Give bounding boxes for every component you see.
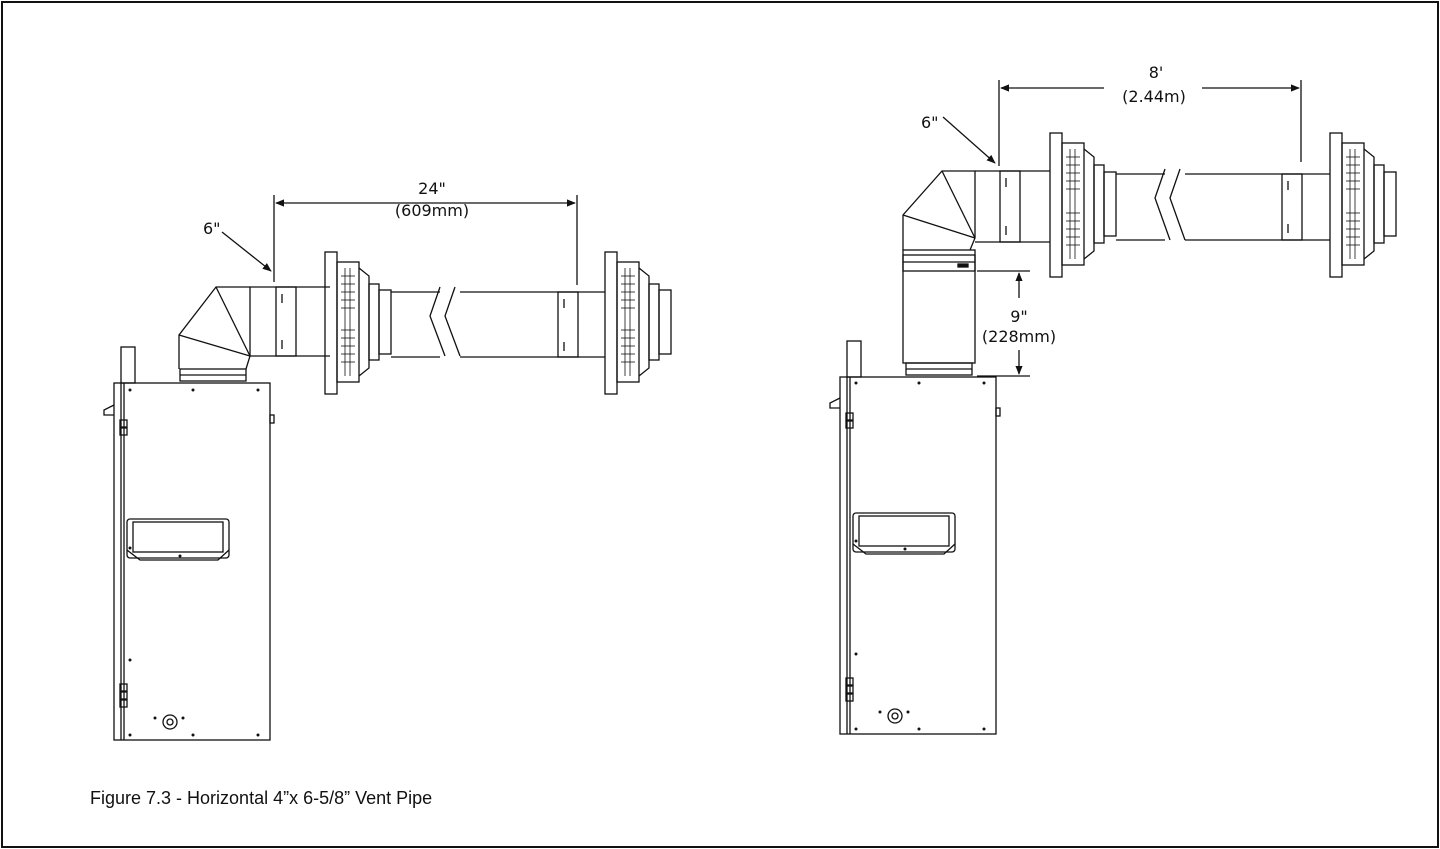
right-elbow-label: 6" <box>921 113 939 132</box>
right-span-label: 8' <box>1149 63 1164 82</box>
right-vent-pipe <box>975 132 1397 278</box>
left-span-metric-label: (609mm) <box>395 201 469 220</box>
left-elbow-label: 6" <box>203 219 221 238</box>
left-span-label: 24" <box>418 179 446 198</box>
right-rise-label: 9" <box>1010 307 1028 326</box>
left-vent-pipe <box>250 251 672 395</box>
right-elbow <box>902 170 976 251</box>
left-stove-body <box>103 346 275 741</box>
figure-caption: Figure 7.3 - Horizontal 4”x 6-5/8” Vent … <box>90 788 433 808</box>
right-rise-metric-label: (228mm) <box>982 327 1056 346</box>
right-span-metric-label: (2.44m) <box>1122 87 1186 106</box>
right-stove-body <box>829 340 1001 735</box>
left-elbow <box>178 286 251 370</box>
right-vent-diagram <box>829 80 1397 735</box>
left-vent-diagram <box>103 195 672 741</box>
